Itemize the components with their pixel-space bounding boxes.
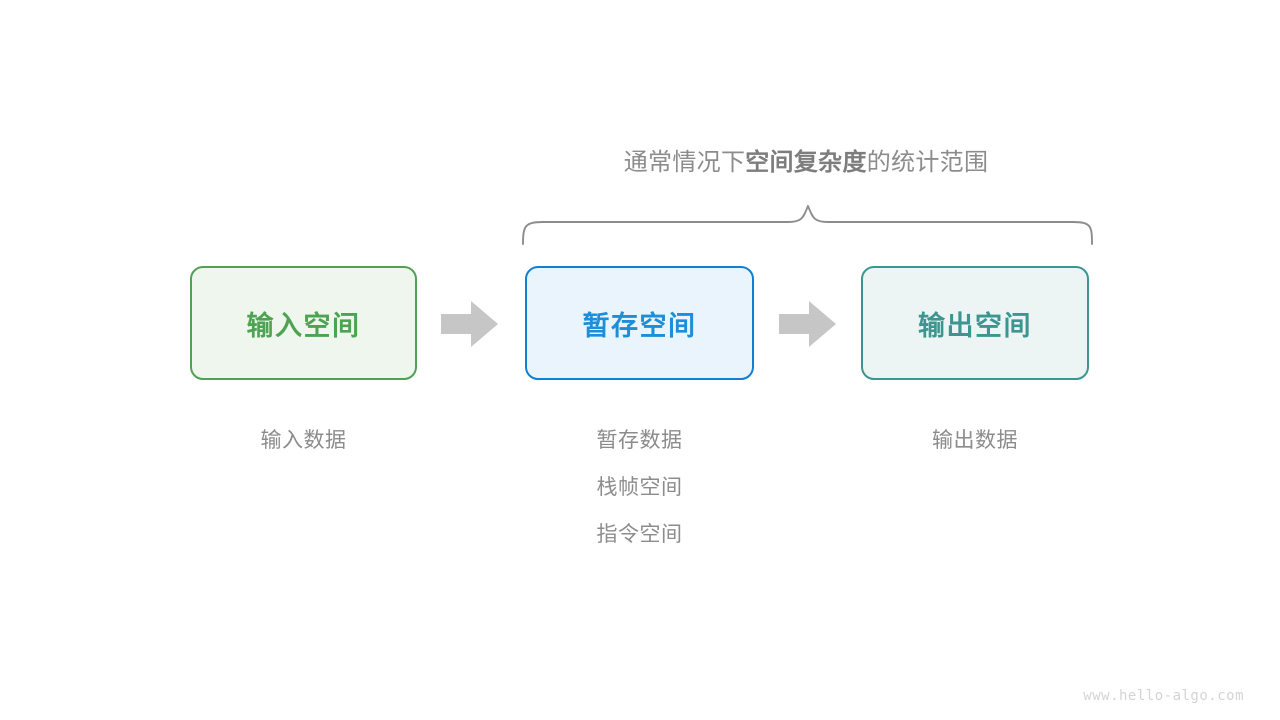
watermark: www.hello-algo.com (1083, 688, 1244, 704)
caption-buffer-space: 暂存数据 栈帧空间 指令空间 (525, 417, 754, 558)
brace-caption-prefix: 通常情况下 (623, 149, 746, 176)
caption-line: 栈帧空间 (596, 476, 683, 499)
curly-brace-up-icon (522, 205, 1093, 245)
right-arrow-icon (441, 301, 498, 347)
brace-caption-suffix: 的统计范围 (866, 149, 989, 176)
right-arrow-icon (779, 301, 836, 347)
box-output-space: 输出空间 (861, 266, 1089, 380)
caption-output-space: 输出数据 (861, 417, 1089, 464)
box-input-space-label: 输入空间 (246, 310, 361, 341)
caption-line: 暂存数据 (596, 429, 683, 452)
brace-caption-text: 通常情况下空间复杂度的统计范围 (624, 146, 989, 180)
brace-caption-emphasis: 空间复杂度 (745, 149, 867, 176)
box-buffer-space: 暂存空间 (525, 266, 754, 380)
caption-input-space: 输入数据 (190, 417, 417, 464)
caption-line: 输入数据 (260, 429, 347, 452)
box-input-space: 输入空间 (190, 266, 417, 380)
box-buffer-space-label: 暂存空间 (582, 310, 697, 341)
box-output-space-label: 输出空间 (918, 310, 1032, 341)
caption-line: 输出数据 (932, 429, 1018, 452)
caption-line: 指令空间 (596, 523, 683, 546)
